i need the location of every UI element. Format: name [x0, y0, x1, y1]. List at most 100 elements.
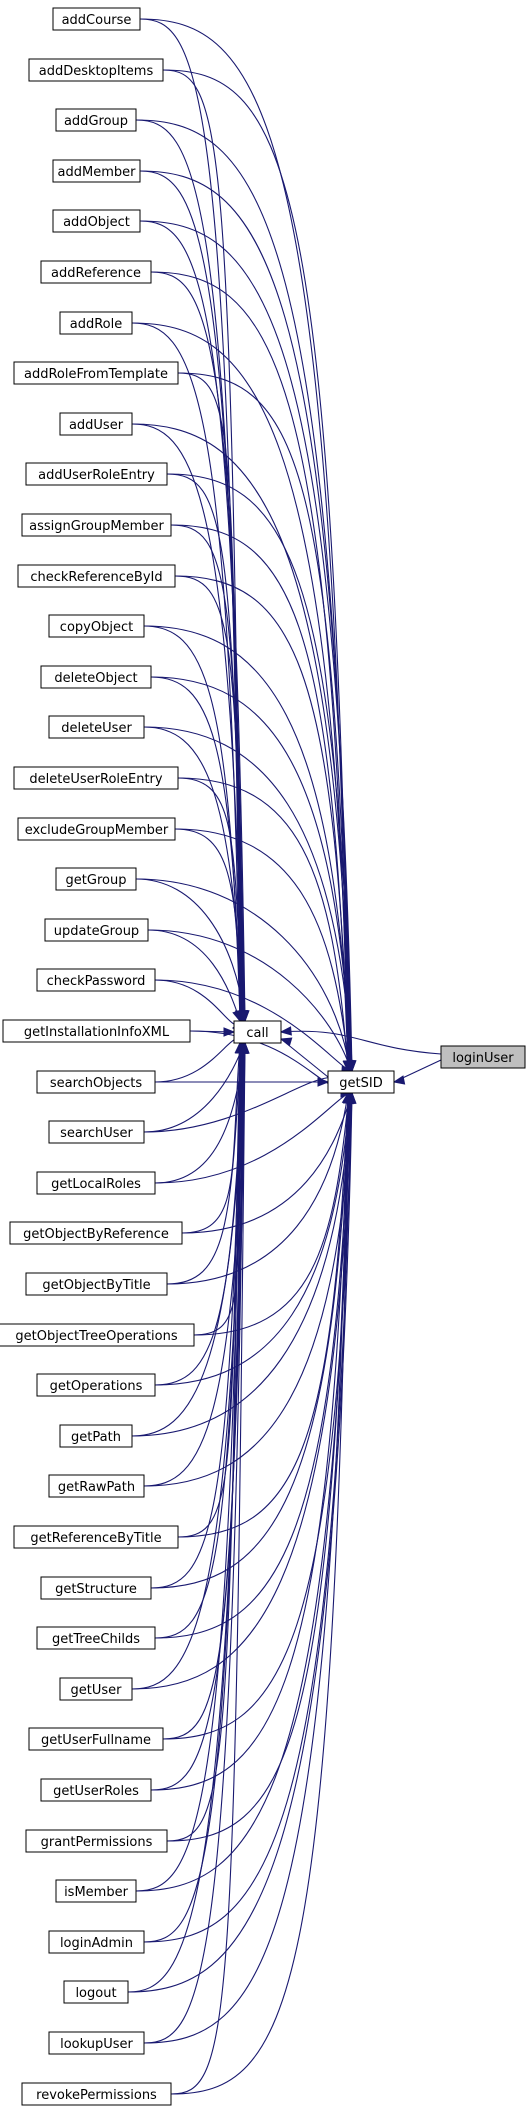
edge-exclude-group-member-to-getsid-line	[174, 828, 350, 1072]
node-get-path[interactable]: getPath	[59, 1424, 133, 1448]
loginuser-node-label: loginUser	[452, 1051, 514, 1066]
node-add-object-box	[52, 209, 141, 233]
node-delete-user[interactable]: deleteUser	[48, 715, 145, 739]
node-get-user-label: getUser	[71, 1683, 123, 1698]
edge-copy-object-to-getsid	[143, 625, 355, 1073]
node-search-objects[interactable]: searchObjects	[36, 1070, 156, 1094]
edge-check-reference-by-id-to-call-line	[174, 575, 246, 1022]
node-add-course[interactable]: addCourse	[52, 7, 141, 31]
node-get-object-tree-operations-box	[0, 1323, 195, 1347]
node-grant-permissions[interactable]: grantPermissions	[25, 1829, 168, 1853]
edge-delete-object-to-getsid-line	[150, 676, 352, 1072]
edge-get-local-roles-to-getsid	[154, 1088, 353, 1184]
edge-add-role-to-getsid-line	[131, 322, 350, 1072]
node-add-role[interactable]: addRole	[59, 311, 133, 335]
node-get-structure[interactable]: getStructure	[40, 1576, 152, 1600]
edge-add-user-to-getsid-line	[131, 423, 352, 1072]
edge-update-group-to-call-arrowhead	[232, 1009, 242, 1023]
edge-get-reference-by-title-to-getsid	[177, 1091, 353, 1538]
node-search-objects-label: searchObjects	[50, 1076, 143, 1091]
getsid-node[interactable]: getSID	[327, 1070, 395, 1094]
call-node-label: call	[246, 1026, 268, 1041]
node-get-reference-by-title[interactable]: getReferenceByTitle	[13, 1525, 179, 1549]
edge-get-object-by-title-to-call-line	[166, 1042, 242, 1285]
node-login-admin[interactable]: loginAdmin	[48, 1930, 145, 1954]
node-get-object-tree-operations[interactable]: getObjectTreeOperations	[0, 1323, 195, 1347]
node-delete-object-box	[40, 665, 152, 689]
node-get-user-roles[interactable]: getUserRoles	[40, 1778, 152, 1802]
node-is-member[interactable]: isMember	[55, 1879, 137, 1903]
edge-delete-user-role-entry-to-call	[177, 777, 248, 1023]
node-copy-object[interactable]: copyObject	[48, 614, 145, 638]
call-node[interactable]: call	[233, 1020, 282, 1044]
node-get-local-roles[interactable]: getLocalRoles	[36, 1171, 156, 1195]
edge-get-raw-path-to-getsid	[143, 1091, 357, 1487]
edge-login-admin-to-getsid	[143, 1091, 356, 1943]
node-get-user[interactable]: getUser	[59, 1677, 133, 1701]
edge-delete-user-role-entry-to-getsid-line	[177, 777, 349, 1072]
node-assign-group-member[interactable]: assignGroupMember	[21, 513, 172, 537]
node-add-role-from-template-box	[13, 361, 179, 385]
node-delete-user-role-entry-box	[13, 766, 179, 790]
node-delete-user-role-entry[interactable]: deleteUserRoleEntry	[13, 766, 179, 790]
node-add-desktop-items[interactable]: addDesktopItems	[28, 58, 164, 82]
node-search-objects-box	[36, 1070, 156, 1094]
node-check-password[interactable]: checkPassword	[36, 968, 156, 992]
node-get-tree-childs[interactable]: getTreeChilds	[36, 1626, 156, 1650]
node-check-password-box	[36, 968, 156, 992]
loginuser-node[interactable]: loginUser	[440, 1045, 526, 1069]
node-add-reference[interactable]: addReference	[40, 260, 152, 284]
node-lookup-user[interactable]: lookupUser	[48, 2031, 145, 2055]
node-logout[interactable]: logout	[63, 1980, 129, 2004]
edge-loginuser-to-call-line	[280, 1030, 442, 1055]
node-get-user-box	[59, 1677, 133, 1701]
node-get-object-by-reference[interactable]: getObjectByReference	[9, 1221, 183, 1245]
node-add-group[interactable]: addGroup	[55, 108, 137, 132]
node-search-user-label: searchUser	[60, 1126, 133, 1141]
edge-assign-group-member-to-getsid-line	[170, 524, 349, 1072]
node-get-raw-path[interactable]: getRawPath	[48, 1474, 145, 1498]
node-get-group-label: getGroup	[66, 873, 127, 888]
node-delete-user-label: deleteUser	[61, 721, 132, 736]
getsid-node-label: getSID	[339, 1076, 382, 1091]
node-add-role-from-template[interactable]: addRoleFromTemplate	[13, 361, 179, 385]
node-add-user[interactable]: addUser	[59, 412, 133, 436]
edge-add-reference-to-getsid-line	[150, 271, 349, 1072]
node-copy-object-box	[48, 614, 145, 638]
node-get-installation-info-xml-box	[2, 1019, 191, 1043]
node-get-installation-info-xml[interactable]: getInstallationInfoXML	[2, 1019, 191, 1043]
node-add-desktop-items-box	[28, 58, 164, 82]
node-check-reference-by-id[interactable]: checkReferenceById	[17, 564, 176, 588]
edge-get-group-to-call-line	[135, 878, 246, 1022]
edge-add-role-from-template-to-getsid-line	[177, 372, 351, 1072]
edge-revoke-permissions-to-getsid-arrowhead	[344, 1091, 354, 1104]
edge-revoke-permissions-to-call-arrowhead	[240, 1041, 250, 1054]
node-revoke-permissions[interactable]: revokePermissions	[21, 2082, 172, 2106]
node-add-course-label: addCourse	[62, 13, 132, 28]
edge-check-password-to-call-line	[154, 979, 242, 1026]
edge-get-object-tree-operations-to-getsid	[193, 1091, 353, 1336]
edge-lookup-user-to-call-line	[143, 1042, 245, 2044]
edge-get-local-roles-to-call-line	[154, 1042, 246, 1184]
node-add-object[interactable]: addObject	[52, 209, 141, 233]
node-add-user-role-entry[interactable]: addUserRoleEntry	[25, 462, 168, 486]
node-search-user[interactable]: searchUser	[48, 1120, 145, 1144]
node-get-user-fullname[interactable]: getUserFullname	[28, 1727, 164, 1751]
node-get-local-roles-label: getLocalRoles	[51, 1177, 141, 1192]
edge-login-admin-to-getsid-line	[143, 1092, 352, 1943]
node-check-password-label: checkPassword	[47, 974, 146, 989]
edge-loginuser-to-getsid	[392, 1059, 442, 1085]
node-get-operations[interactable]: getOperations	[36, 1373, 156, 1397]
node-delete-object[interactable]: deleteObject	[40, 665, 152, 689]
node-get-group[interactable]: getGroup	[55, 867, 137, 891]
node-get-object-tree-operations-label: getObjectTreeOperations	[15, 1329, 177, 1344]
node-exclude-group-member[interactable]: excludeGroupMember	[17, 817, 176, 841]
edge-getsid-to-call	[279, 1037, 329, 1078]
node-add-member[interactable]: addMember	[52, 159, 141, 183]
edge-add-user-role-entry-to-call-line	[166, 473, 244, 1022]
node-get-object-by-title[interactable]: getObjectByTitle	[25, 1272, 168, 1296]
edge-add-user-to-call-line	[131, 423, 243, 1022]
node-update-group[interactable]: updateGroup	[44, 918, 149, 942]
node-get-raw-path-box	[48, 1474, 145, 1498]
